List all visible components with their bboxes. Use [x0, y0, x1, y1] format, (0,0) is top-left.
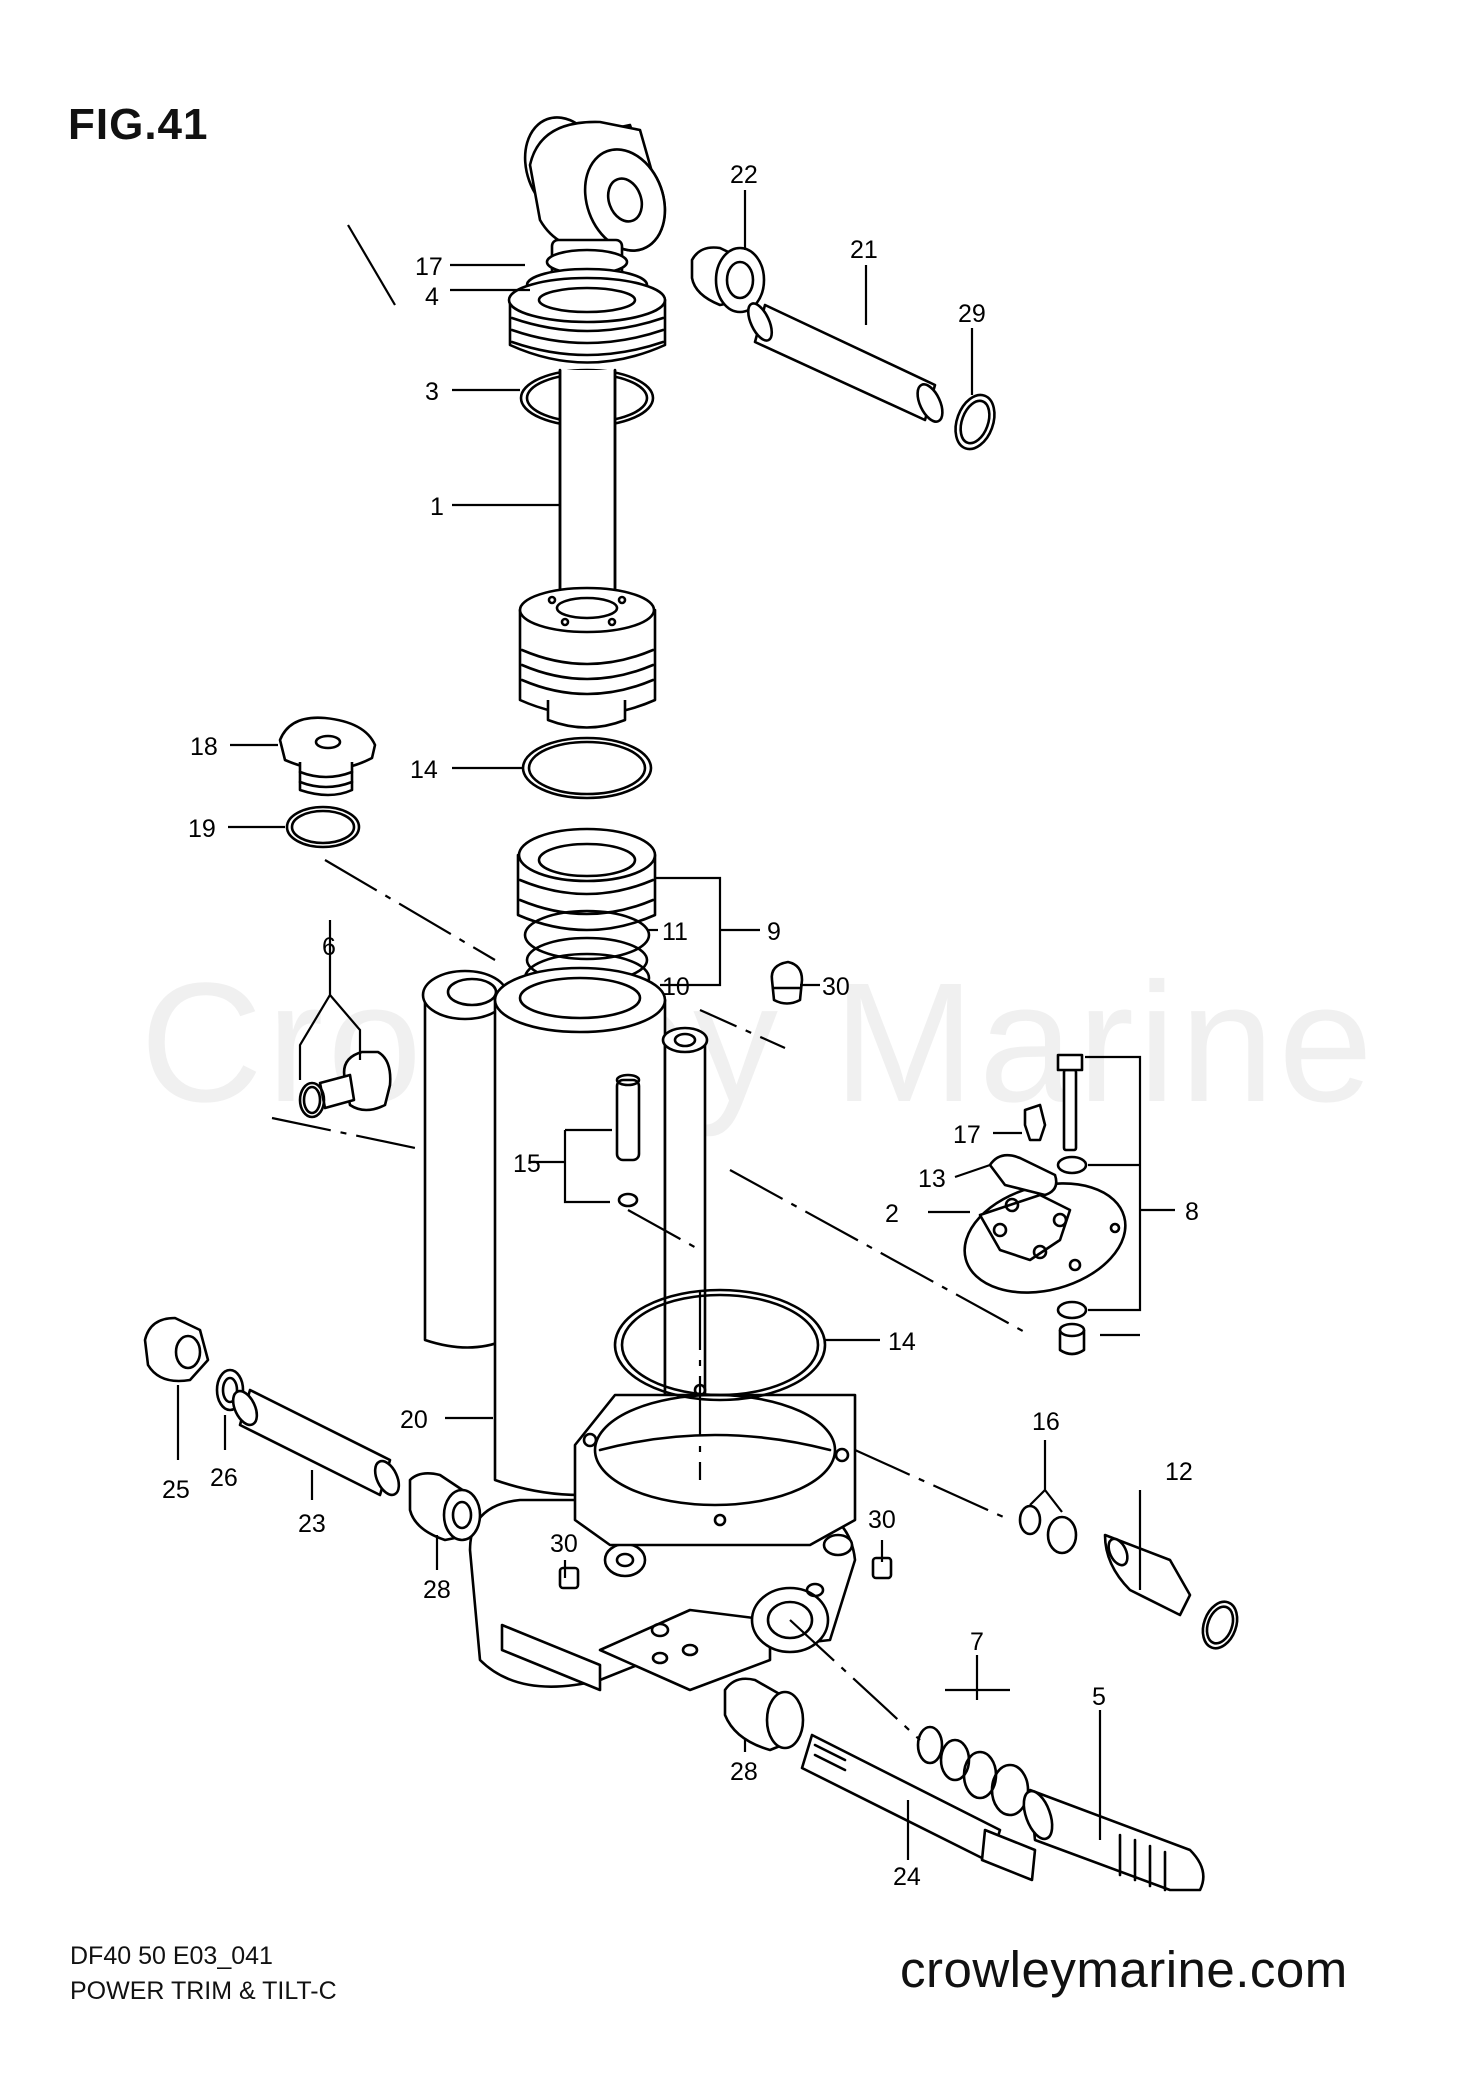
o-ring-14-lower [613, 1288, 827, 1402]
valve-parts-right [723, 1504, 1239, 1892]
callout-4: 4 [425, 283, 439, 311]
callout-16: 16 [1032, 1408, 1060, 1436]
callout-24: 23 [298, 1510, 326, 1538]
callout-28-bottom: 28 [730, 1758, 758, 1786]
callout-15: 15 [513, 1150, 541, 1178]
callout-21: 20 [400, 1406, 428, 1434]
callout-29: 29 [958, 300, 986, 328]
callout-28-left: 28 [423, 1576, 451, 1604]
o-ring-20 [285, 805, 361, 849]
watermark-text: Crowley Marine [140, 948, 1377, 1138]
callout-13: 13 [918, 1165, 946, 1193]
callout-labels: 17 4 3 1 22 21 29 18 14 19 11 9 10 30 6 … [162, 161, 1199, 1891]
callout-27: 26 [210, 1464, 238, 1492]
callout-1: 1 [430, 493, 444, 521]
callout-14-upper: 14 [410, 756, 438, 784]
o-ring-14-upper [521, 736, 653, 800]
website-label: crowleymarine.com [900, 1941, 1348, 1998]
callout-2: 2 [885, 1200, 899, 1228]
pin-22-bushing-23 [690, 246, 996, 451]
callout-30-left: 30 [550, 1530, 578, 1558]
bracket-plate-2 [963, 1053, 1127, 1356]
callout-14-lower: 14 [888, 1328, 916, 1356]
cylinder-sleeve-9 [516, 827, 657, 1004]
cylinder-body-21 [421, 966, 857, 1692]
callout-18: 17 [415, 253, 443, 281]
callout-7: 7 [970, 1628, 984, 1656]
callout-12: 12 [1165, 1458, 1193, 1486]
callout-17: 17 [953, 1121, 981, 1149]
model-code: DF40 50 E03_041 [70, 1942, 273, 1970]
leader-lines [176, 190, 1175, 1860]
plug-19 [278, 716, 377, 797]
callout-9: 9 [767, 918, 781, 946]
callout-23: 22 [730, 161, 758, 189]
callout-3: 3 [425, 378, 439, 406]
tilt-rod-assembly [507, 116, 667, 729]
pin-15 [615, 1073, 641, 1208]
callout-20: 19 [188, 815, 216, 843]
callout-30-right: 30 [868, 1506, 896, 1534]
plug-30 [558, 960, 893, 1590]
callout-19: 18 [190, 733, 218, 761]
assembly-lines [271, 859, 1031, 1741]
callout-26: 25 [162, 1476, 190, 1504]
callout-5: 5 [1092, 1683, 1106, 1711]
callout-25: 24 [893, 1863, 921, 1891]
callout-8: 8 [1185, 1198, 1199, 1226]
callout-6: 6 [322, 933, 336, 961]
bushing-parts-left [143, 1316, 482, 1542]
callout-30-top: 30 [822, 973, 850, 1001]
plug-6 [298, 1050, 392, 1119]
figure-title: FIG.41 [68, 100, 209, 149]
callout-10: 10 [662, 973, 690, 1001]
callout-22: 21 [850, 236, 878, 264]
figure-subtitle: POWER TRIM & TILT-C [70, 1977, 337, 2005]
callout-11: 11 [662, 918, 688, 946]
